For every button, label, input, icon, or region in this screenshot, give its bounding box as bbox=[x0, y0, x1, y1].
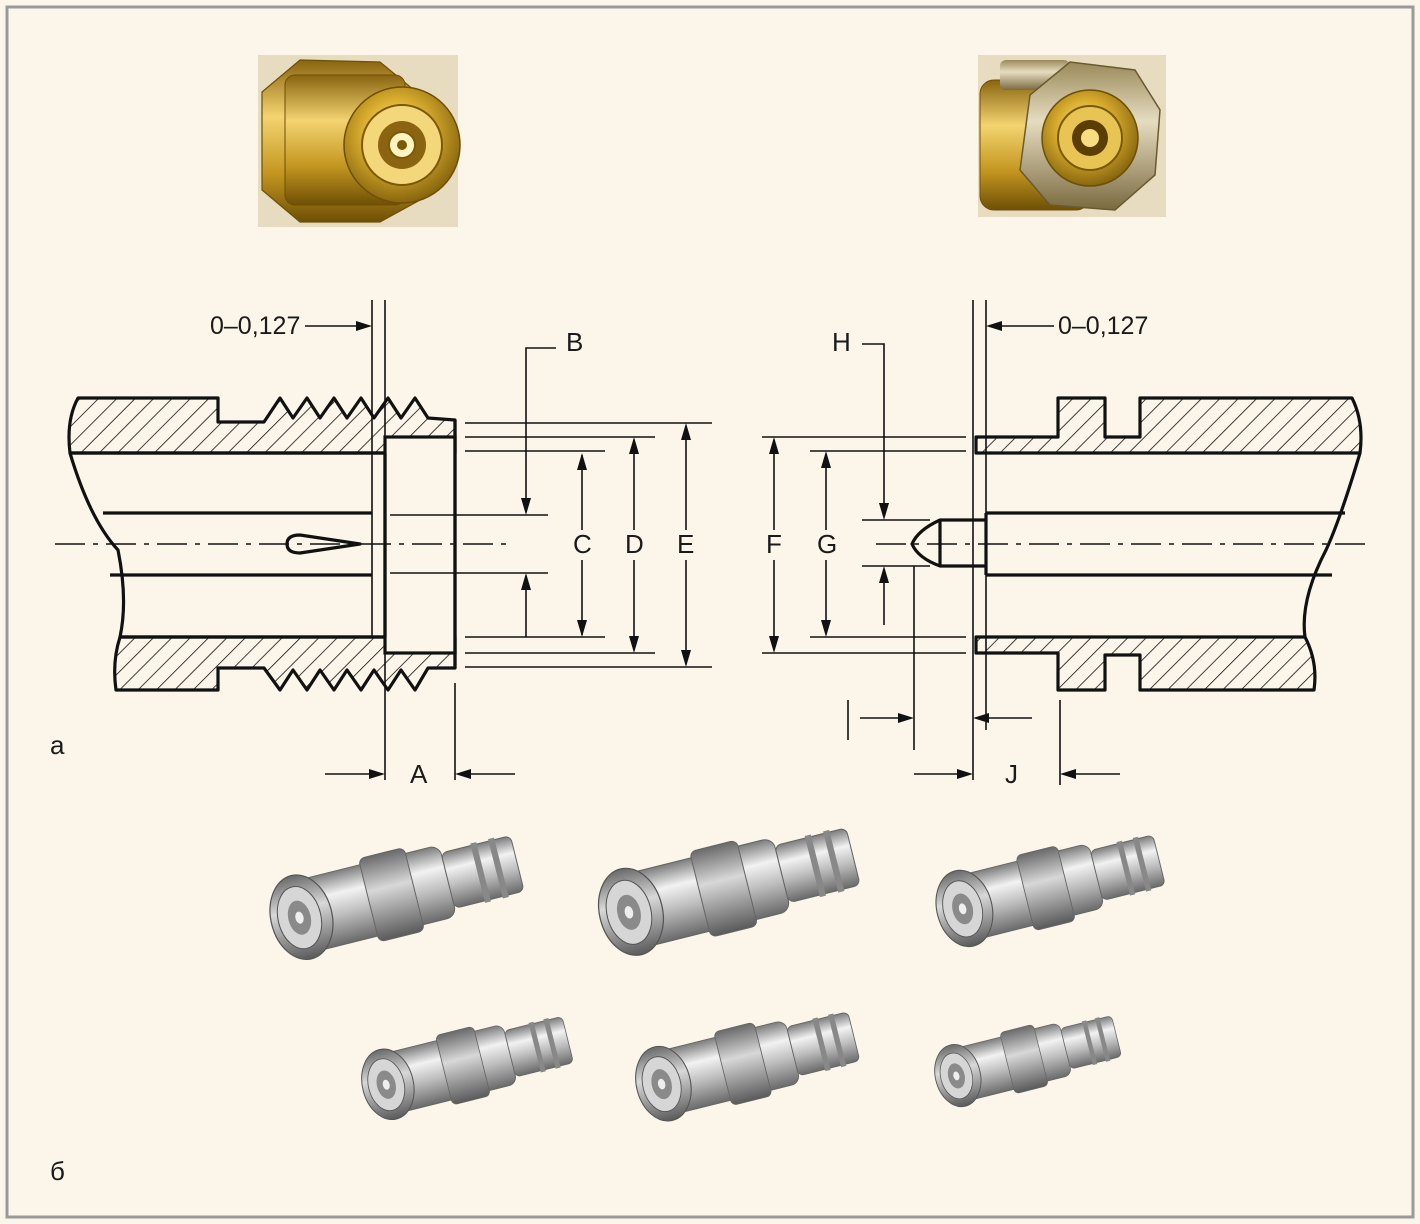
dim-label-c: C bbox=[573, 529, 592, 559]
dim-label-f: F bbox=[766, 529, 782, 559]
dim-label-b: B bbox=[566, 327, 583, 357]
left-tolerance-label: 0–0,127 bbox=[210, 312, 300, 340]
panel-label-a: а bbox=[50, 730, 65, 760]
panel-label-b: б bbox=[50, 1156, 65, 1186]
right-drawing bbox=[762, 300, 1370, 785]
dim-label-j: J bbox=[1005, 759, 1018, 789]
right-tolerance-label: 0–0,127 bbox=[1058, 312, 1148, 340]
dim-label-d: D bbox=[625, 529, 644, 559]
dim-label-e: E bbox=[677, 529, 694, 559]
figure-frame bbox=[5, 5, 1415, 1219]
photo-female-connector: gold-female-connector-icon bbox=[258, 55, 461, 227]
photo-male-connector: gold-male-connector-icon bbox=[978, 55, 1166, 217]
dim-label-g: G bbox=[817, 529, 837, 559]
dim-label-a: A bbox=[410, 759, 428, 789]
dim-label-h: H bbox=[832, 327, 851, 357]
left-drawing bbox=[55, 300, 712, 780]
